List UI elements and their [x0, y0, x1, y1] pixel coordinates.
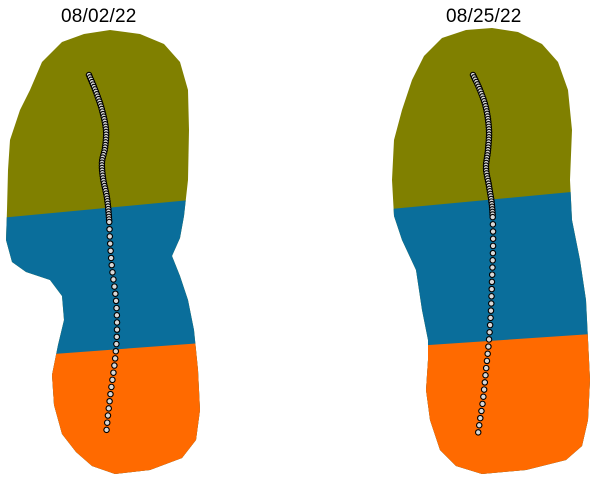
track-marker [490, 265, 495, 270]
track-marker [486, 344, 491, 349]
track-marker [479, 408, 484, 413]
track-marker [482, 380, 487, 385]
track-marker [488, 315, 493, 320]
track-marker [490, 229, 495, 234]
track-marker [489, 294, 494, 299]
track-marker [477, 423, 482, 428]
track-marker [108, 391, 113, 396]
track-marker [107, 399, 112, 404]
track-marker [490, 214, 495, 219]
track-marker [478, 415, 483, 420]
track-marker [489, 272, 494, 277]
track-marker [107, 234, 112, 239]
track-marker [476, 430, 481, 435]
track-marker [112, 363, 117, 368]
track-marker [490, 222, 495, 227]
track-marker [490, 236, 495, 241]
track-marker [114, 327, 119, 332]
panel-right: 08/25/22 [296, 0, 592, 481]
track-marker [481, 394, 486, 399]
track-marker [112, 356, 117, 361]
bottom-region [0, 336, 296, 481]
track-marker [111, 370, 116, 375]
track-marker [114, 305, 119, 310]
track-marker [113, 349, 118, 354]
track-marker [105, 420, 110, 425]
bottom-region [296, 334, 592, 481]
track-marker [487, 330, 492, 335]
track-marker [490, 243, 495, 248]
track-marker [114, 313, 119, 318]
track-marker [110, 377, 115, 382]
track-marker [106, 406, 111, 411]
track-marker [108, 241, 113, 246]
track-marker [113, 298, 118, 303]
track-marker [490, 250, 495, 255]
track-marker [483, 365, 488, 370]
track-marker [484, 358, 489, 363]
track-marker [105, 413, 110, 418]
track-marker [114, 334, 119, 339]
track-marker [111, 277, 116, 282]
track-marker [489, 279, 494, 284]
segmented-shape-right [296, 0, 592, 481]
track-marker [488, 308, 493, 313]
track-marker [483, 373, 488, 378]
track-marker [487, 322, 492, 327]
track-marker [109, 262, 114, 267]
track-marker [490, 258, 495, 263]
track-marker [481, 387, 486, 392]
track-marker [108, 255, 113, 260]
track-marker [108, 248, 113, 253]
track-marker [114, 341, 119, 346]
track-marker [485, 351, 490, 356]
segmented-shape-left [0, 0, 296, 481]
track-marker [480, 401, 485, 406]
track-marker [114, 320, 119, 325]
track-marker [489, 286, 494, 291]
track-marker [107, 219, 112, 224]
track-marker [107, 227, 112, 232]
track-marker [113, 291, 118, 296]
track-marker [489, 301, 494, 306]
track-marker [112, 284, 117, 289]
track-marker [110, 270, 115, 275]
track-marker [486, 337, 491, 342]
track-marker [109, 384, 114, 389]
panel-left: 08/02/22 [0, 0, 296, 481]
track-marker [104, 427, 109, 432]
